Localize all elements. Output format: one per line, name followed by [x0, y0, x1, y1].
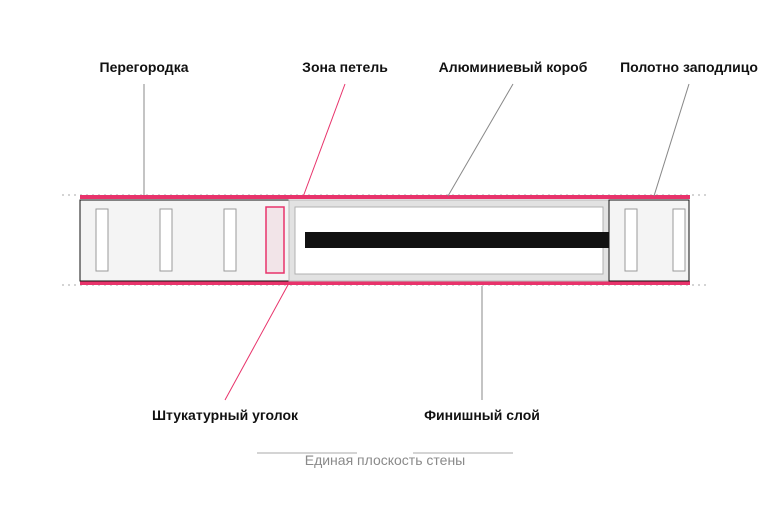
flush-leaf-label: Полотно заподлицо — [620, 59, 758, 75]
aluminum-box-label: Алюминиевый короб — [439, 59, 588, 75]
partition-stud — [159, 208, 173, 272]
hinge-zone-stud — [265, 206, 285, 274]
partition-label: Перегородка — [100, 59, 189, 75]
door-leaf — [305, 232, 610, 248]
finish-layer-top — [80, 195, 690, 199]
caption-text: Единая плоскость стены — [305, 452, 466, 468]
flush-leaf-stud — [624, 208, 638, 272]
hinge-zone-leader — [302, 83, 346, 198]
partition-stud — [95, 208, 109, 272]
plaster-corner-label: Штукатурный уголок — [152, 407, 299, 423]
flush-leaf-leader — [653, 83, 690, 197]
finish-layer-bottom — [80, 281, 690, 285]
finish-layer-label: Финишный слой — [424, 407, 540, 423]
aluminum-box-leader — [447, 83, 514, 197]
partition-stud — [223, 208, 237, 272]
flush-leaf-stud — [672, 208, 686, 272]
plaster-corner-leader — [224, 282, 290, 401]
hinge-zone-label: Зона петель — [302, 59, 388, 75]
partition-block — [79, 199, 290, 282]
